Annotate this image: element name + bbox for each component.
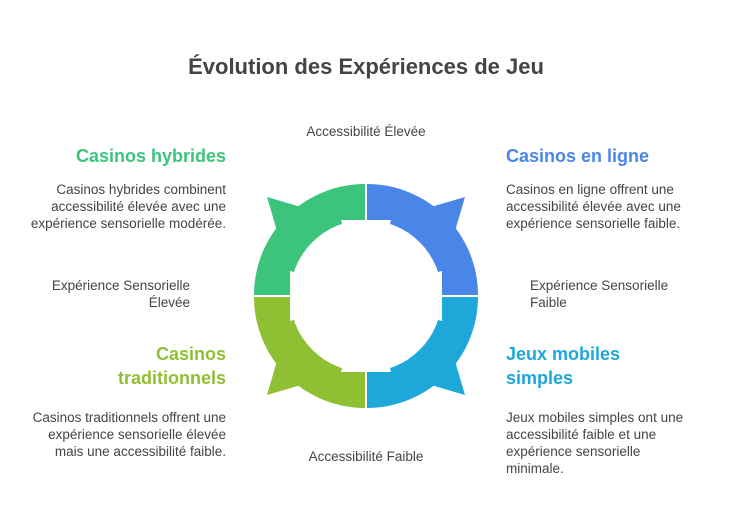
arrow-head-hybrid bbox=[267, 197, 318, 248]
arrow-head-online bbox=[414, 197, 465, 248]
quadrant-heading-traditional: Casinos traditionnels bbox=[117, 344, 226, 388]
axis-label-top: Accessibilité Élevée bbox=[306, 124, 426, 139]
quadrant-description-traditional: Casinos traditionnels offrent une expéri… bbox=[32, 410, 226, 459]
quadrant-heading-mobile: Jeux mobiles simples bbox=[506, 344, 621, 388]
arrow-head-mobile bbox=[414, 344, 465, 395]
arrow-head-traditional bbox=[267, 344, 318, 395]
axis-label-left: Expérience Sensorielle Élevée bbox=[51, 278, 190, 310]
quadrant-description-hybrid: Casinos hybrides combinent accessibilité… bbox=[30, 182, 226, 231]
quadrant-heading-hybrid: Casinos hybrides bbox=[75, 146, 226, 166]
quadrant-description-mobile: Jeux mobiles simples ont une accessibili… bbox=[506, 410, 684, 476]
cycle-ring-diagram bbox=[254, 184, 478, 408]
quadrant-description-online: Casinos en ligne offrent une accessibili… bbox=[506, 182, 681, 231]
ring-center bbox=[290, 220, 442, 372]
quadrant-heading-online: Casinos en ligne bbox=[506, 146, 650, 166]
axis-label-bottom: Accessibilité Faible bbox=[308, 449, 424, 464]
page-title: Évolution des Expériences de Jeu bbox=[188, 54, 544, 79]
axis-label-right: Expérience Sensorielle Faible bbox=[530, 278, 669, 310]
